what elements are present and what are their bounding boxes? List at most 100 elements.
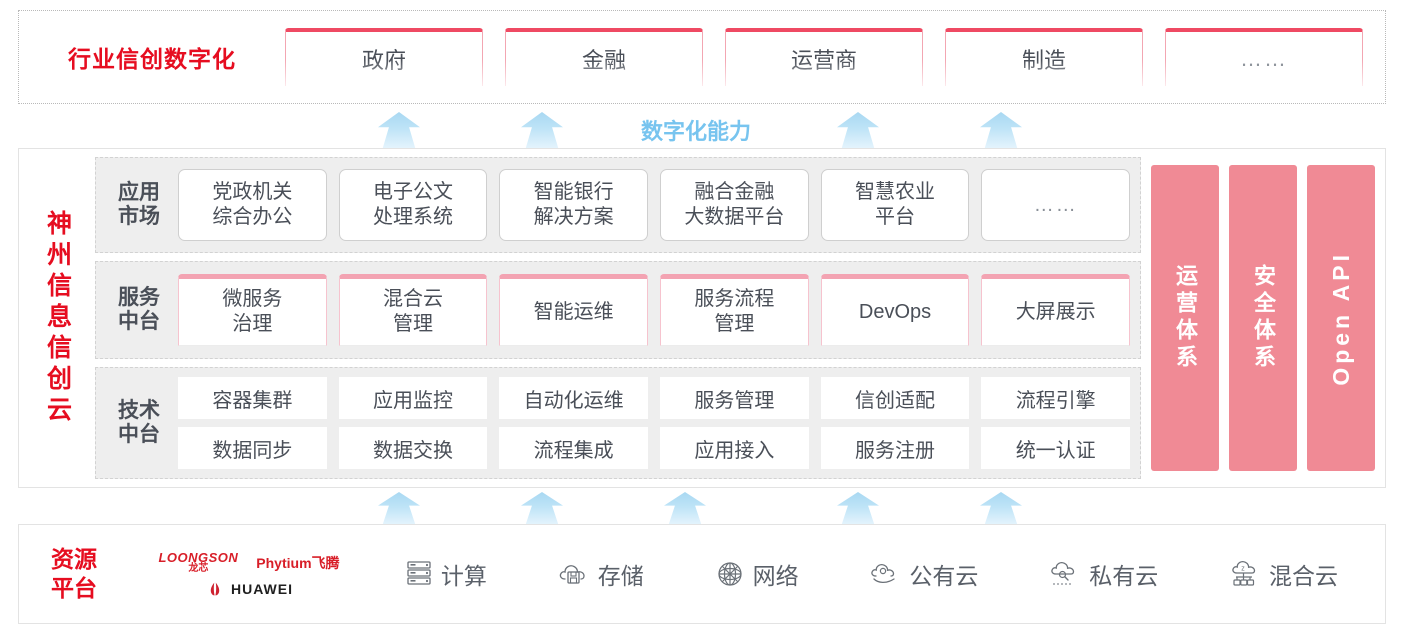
service-box-line1: 大屏展示: [1015, 300, 1096, 323]
service-box-intelligent-ops[interactable]: 智能运维: [499, 274, 649, 346]
cloud-platform-title: 神州信息信创云: [19, 149, 95, 487]
service-box-microservice-governance[interactable]: 微服务治理: [178, 274, 327, 346]
tech-box-container-cluster[interactable]: 容器集群: [178, 377, 327, 419]
pillar-security-system[interactable]: 安全体系: [1229, 165, 1297, 471]
layer-label-line2: 中台: [118, 310, 160, 333]
tech-box-data-sync[interactable]: 数据同步: [178, 427, 327, 469]
tech-box-service-management[interactable]: 服务管理: [660, 377, 809, 419]
resource-item-network[interactable]: 网络: [714, 557, 799, 591]
layer-row-technical-platform: 技术 中台 容器集群 应用监控 自动化运维 服务管理 信创适配 流程引擎: [95, 367, 1141, 479]
tech-box-xinchuang-adaptation[interactable]: 信创适配: [820, 377, 970, 419]
tech-box-process-integration[interactable]: 流程集成: [499, 427, 649, 469]
vendor-logo-line-2: HUAWEI: [205, 581, 293, 597]
resource-item-hybrid-cloud[interactable]: z 混合云: [1228, 557, 1338, 591]
layer-label-line1: 应用: [118, 180, 160, 204]
phytium-logo: Phytium飞腾: [256, 554, 340, 571]
layer-label-application-market: 应用 市场: [106, 181, 172, 229]
capability-arrow-row: [0, 106, 1402, 150]
industry-box-manufacturing[interactable]: 制造: [945, 28, 1143, 86]
industry-box-list: 政府 金融 运营商 制造 ……: [285, 28, 1385, 86]
up-arrow-icon: [837, 112, 879, 150]
resource-item-storage[interactable]: 存储: [557, 557, 644, 591]
resource-item-private-cloud[interactable]: 私有云: [1048, 557, 1158, 591]
cloud-platform-band: 神州信息信创云 应用 市场 党政机关综合办公 电子公文处理系统 智能银行解决方案…: [18, 148, 1386, 488]
pillar-label: 安全体系: [1251, 264, 1276, 372]
app-box-finance-bigdata[interactable]: 融合金融大数据平台: [660, 169, 809, 241]
private-cloud-icon: [1051, 562, 1075, 585]
capability-label: 数字化能力: [641, 119, 752, 144]
resource-item-label: 私有云: [1089, 563, 1159, 589]
up-arrow-icon: [521, 492, 563, 526]
industry-box-finance[interactable]: 金融: [505, 28, 703, 86]
app-box-line1: 电子公文: [373, 181, 453, 203]
cloud-platform-content: 应用 市场 党政机关综合办公 电子公文处理系统 智能银行解决方案 融合金融大数据…: [95, 149, 1385, 487]
service-box-line1: 混合云: [383, 288, 443, 310]
cloud-layer-rows: 应用 市场 党政机关综合办公 电子公文处理系统 智能银行解决方案 融合金融大数据…: [95, 157, 1141, 479]
application-market-items: 党政机关综合办公 电子公文处理系统 智能银行解决方案 融合金融大数据平台 智慧农…: [172, 169, 1131, 241]
service-box-hybrid-cloud-management[interactable]: 混合云管理: [338, 274, 488, 346]
layer-label-line1: 服务: [118, 285, 160, 309]
service-box-line2: 管理: [393, 313, 433, 335]
industry-box-label: 金融: [581, 48, 626, 73]
up-arrow-icon: [378, 492, 420, 526]
industry-band: 行业信创数字化 政府 金融 运营商 制造 ……: [18, 10, 1386, 104]
service-box-dashboard[interactable]: 大屏展示: [981, 274, 1131, 346]
pillar-label: Open API: [1327, 250, 1354, 386]
resource-item-compute[interactable]: 计算: [404, 557, 487, 591]
tech-box-unified-auth[interactable]: 统一认证: [981, 427, 1131, 469]
layer-label-line1: 技术: [118, 398, 160, 422]
app-box-more[interactable]: ……: [981, 169, 1131, 241]
service-box-line1: 服务流程: [694, 288, 775, 310]
layer-label-technical-platform: 技术 中台: [106, 399, 172, 447]
pillar-operation-system[interactable]: 运营体系: [1151, 165, 1219, 471]
tech-box-process-engine[interactable]: 流程引擎: [981, 377, 1131, 419]
technical-platform-row-1: 容器集群 应用监控 自动化运维 服务管理 信创适配 流程引擎: [178, 377, 1131, 419]
service-platform-items: 微服务治理 混合云管理 智能运维 服务流程管理 DevOps 大屏展示: [172, 274, 1131, 346]
pillar-label: 运营体系: [1173, 264, 1198, 372]
tech-box-app-monitoring[interactable]: 应用监控: [338, 377, 488, 419]
industry-box-operator[interactable]: 运营商: [725, 28, 923, 86]
service-box-line2: 管理: [714, 313, 755, 335]
app-box-line2: 解决方案: [533, 206, 614, 228]
vendor-logo-line-1: LOONGSON 龙芯 Phytium飞腾: [158, 551, 339, 574]
industry-box-more[interactable]: ……: [1165, 28, 1363, 86]
up-arrow-icon: [378, 112, 420, 150]
app-box-line1: 党政机关: [212, 181, 293, 203]
layer-row-application-market: 应用 市场 党政机关综合办公 电子公文处理系统 智能银行解决方案 融合金融大数据…: [95, 157, 1141, 253]
service-box-process-management[interactable]: 服务流程管理: [660, 274, 809, 346]
service-box-devops[interactable]: DevOps: [820, 274, 970, 346]
resource-item-label: 混合云: [1269, 563, 1339, 589]
tech-box-automated-ops[interactable]: 自动化运维: [499, 377, 649, 419]
app-box-line1: 智能银行: [533, 181, 614, 203]
resource-title-line1: 资源: [51, 546, 97, 573]
layer-label-line2: 市场: [118, 205, 160, 228]
app-box-line2: 处理系统: [373, 206, 453, 228]
tech-box-service-registry[interactable]: 服务注册: [820, 427, 970, 469]
resource-arrow-row: [0, 490, 1402, 526]
technical-platform-row-2: 数据同步 数据交换 流程集成 应用接入 服务注册 统一认证: [178, 427, 1131, 469]
resource-item-list: 计算 存储: [369, 557, 1385, 591]
industry-box-government[interactable]: 政府: [285, 28, 483, 86]
up-arrow-icon: [521, 112, 563, 150]
tech-box-app-access[interactable]: 应用接入: [660, 427, 809, 469]
huawei-petal-icon: [210, 582, 220, 596]
vertical-pillar-group: 运营体系 安全体系 Open API: [1151, 157, 1375, 479]
huawei-logo-text: HUAWEI: [231, 581, 293, 597]
resource-item-public-cloud[interactable]: 公有云: [868, 557, 978, 591]
layer-row-service-platform: 服务 中台 微服务治理 混合云管理 智能运维 服务流程管理 DevOps 大屏展…: [95, 261, 1141, 359]
network-icon: [717, 562, 742, 586]
server-icon: [407, 561, 431, 585]
app-box-smart-agriculture[interactable]: 智慧农业平台: [820, 169, 970, 241]
pillar-open-api[interactable]: Open API: [1307, 165, 1375, 471]
app-box-line2: 平台: [875, 206, 916, 228]
app-box-government-office[interactable]: 党政机关综合办公: [178, 169, 327, 241]
resource-item-label: 网络: [752, 563, 799, 589]
tech-box-data-exchange[interactable]: 数据交换: [338, 427, 488, 469]
industry-box-label: 制造: [1021, 48, 1066, 73]
loongson-logo-en: LOONGSON: [158, 550, 239, 565]
app-box-smart-bank[interactable]: 智能银行解决方案: [499, 169, 649, 241]
service-box-line1: 微服务: [222, 288, 283, 310]
app-box-edoc-system[interactable]: 电子公文处理系统: [338, 169, 488, 241]
service-box-line2: 治理: [232, 313, 273, 335]
